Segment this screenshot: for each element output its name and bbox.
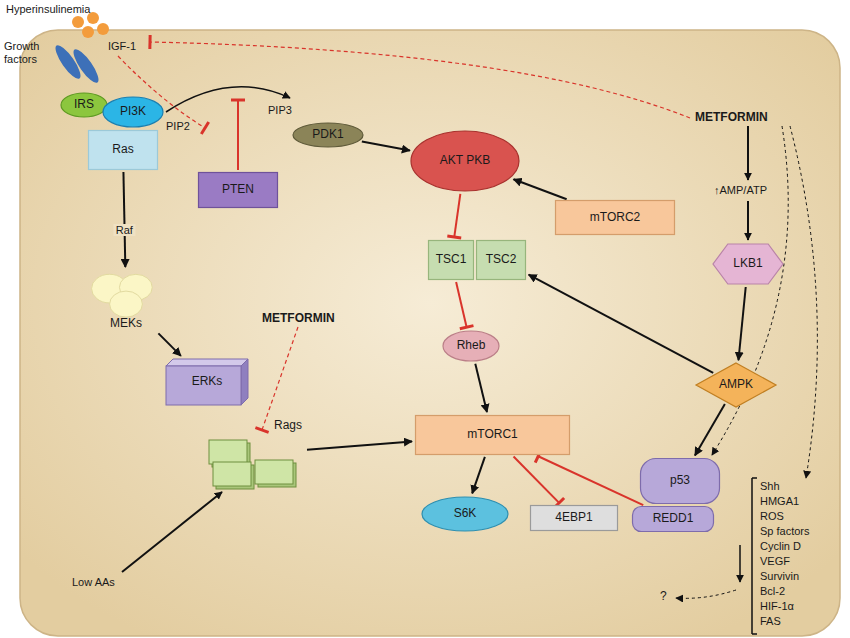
node-label: TSC2 [486,253,517,267]
metformin-rags-inhibition [262,327,298,430]
activation-connector [307,441,412,449]
tsc2-box: TSC2 [476,240,526,280]
node-label: AMPK [719,378,753,392]
pten-box: PTEN [198,172,278,208]
node-label: mTORC2 [590,211,640,225]
redd1-shape: REDD1 [632,506,714,532]
gene-down-arrow [739,545,741,582]
target-gene: Cyclin D [760,540,801,553]
node-label: Rheb [457,339,486,353]
pdk1-ellipse: PDK1 [292,122,364,148]
node-label: PDK1 [312,128,343,142]
activation-connector [158,333,180,355]
target-gene: VEGF [760,555,790,568]
target-gene: ROS [760,510,784,523]
target-gene: Survivin [760,570,799,583]
metformin-genes-dashed [790,126,817,478]
node-label: MEKs [110,317,142,331]
irs-ellipse: IRS [60,92,108,118]
node-label: p53 [670,474,690,488]
amp-lkb1-arrow [747,201,749,240]
node-label: S6K [454,507,477,521]
annotation: Low AAs [72,576,115,589]
activation-connector [695,404,725,455]
s6k-ellipse: S6K [421,496,509,532]
activation-connector [123,172,125,267]
target-gene: HMGA1 [760,495,799,508]
inhibition-connector [514,456,560,502]
rags-squares: Rags [205,418,305,490]
activation-connector [529,275,714,373]
unknown-outcome-arrow [676,590,736,598]
activation-connector [475,364,487,412]
node-label: LKB1 [733,257,762,271]
node-label: AKT PKB [440,154,490,168]
connector-label: Raf [114,224,135,236]
activation-connector [472,457,485,493]
node-label: REDD1 [653,512,694,526]
inhibition-connector [456,282,467,327]
target-gene: Shh [760,480,780,493]
meks-circles: MEKs [85,270,167,332]
erks-prism: ERKs [165,358,249,406]
annotation: METFORMIN [695,111,768,125]
gene-bracket [752,478,757,634]
annotation: ? [660,590,667,604]
annotation: PIP3 [268,104,292,117]
eif4ebp1-box: 4EBP1 [530,505,618,531]
node-label: ERKs [192,375,223,389]
receptor [52,42,103,86]
mtorc1-box: mTORC1 [415,415,570,455]
ras-box: Ras [88,130,158,170]
low-aa-arrow [122,492,222,572]
p53-shape: p53 [640,458,720,504]
activation-connector [514,179,567,199]
node-label: Ras [112,143,133,157]
annotation: ↑AMP/ATP [714,184,767,197]
annotation: Hyperinsulinemia [6,3,90,16]
mtorc2-box: mTORC2 [555,200,675,235]
metformin-amp-arrow [747,126,749,180]
tsc1-box: TSC1 [428,240,474,280]
node-label: mTORC1 [467,428,517,442]
target-gene: Bcl-2 [760,585,785,598]
activation-connector [362,141,410,150]
annotation: Growth factors [4,40,66,65]
cell-body [20,30,840,636]
target-gene: HIF-1α [760,600,794,613]
annotation: METFORMIN [262,312,335,326]
node-label: TSC1 [436,253,467,267]
growth-factor-dots [72,12,109,38]
node-label: Rags [274,419,302,433]
akt-ellipse: AKT PKB [410,130,520,192]
target-gene: Sp factors [760,525,810,538]
activation-connector [738,287,745,360]
lkb1-hexagon: LKB1 [712,243,784,285]
annotation: IGF-1 [108,40,136,53]
metformin-igf-inhibition [150,42,690,118]
inhibition-connector [454,194,460,237]
rheb-ellipse: Rheb [442,330,500,362]
pi3k-ellipse: PI3K [102,96,164,128]
annotation: PIP2 [166,120,190,133]
target-gene: FAS [760,615,781,628]
node-label: IRS [74,98,94,112]
ampk-diamond: AMPK [695,362,777,408]
node-label: PTEN [222,183,254,197]
node-label: PI3K [120,105,146,119]
pten-inhibition [237,100,239,170]
node-label: 4EBP1 [555,511,592,525]
